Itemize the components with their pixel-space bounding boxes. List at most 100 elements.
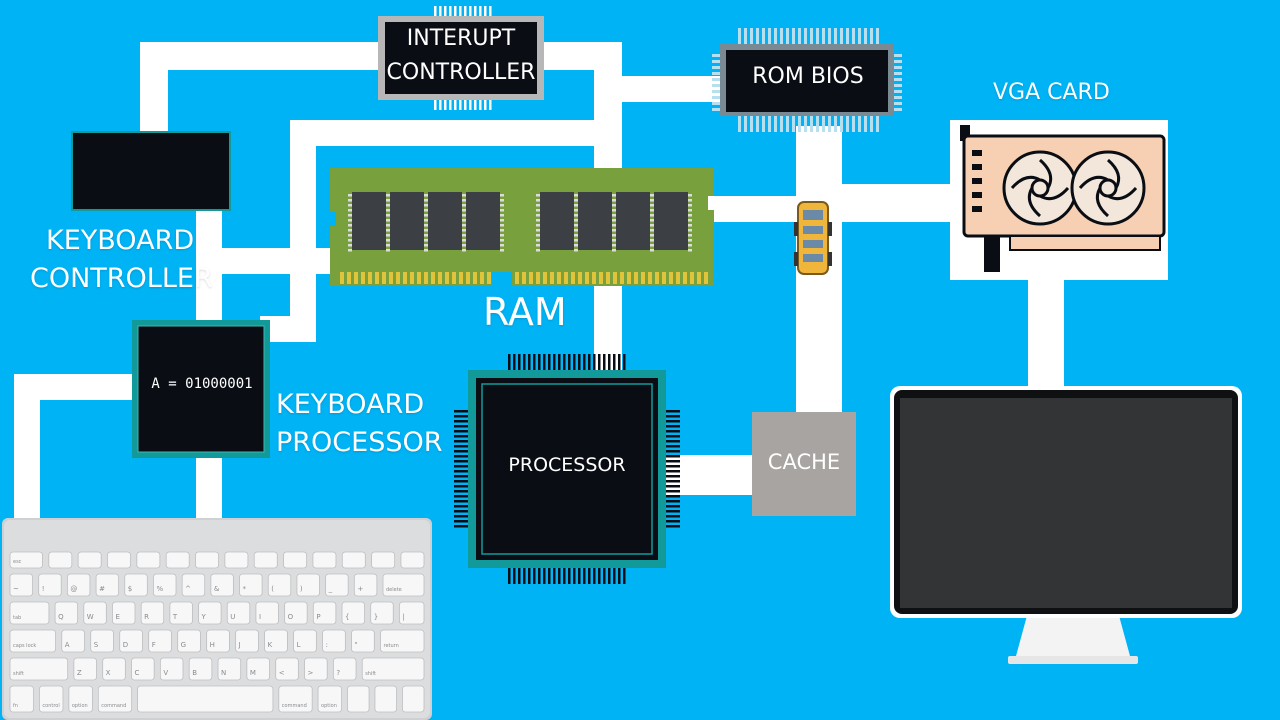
keyboard-key-label: & <box>214 585 220 593</box>
bus-vehicle-icon <box>794 201 832 275</box>
keyboard-key <box>341 601 365 625</box>
vga-card-icon <box>960 125 1166 272</box>
keyboard-key <box>371 551 396 569</box>
keyboard-key <box>124 573 148 597</box>
keyboard-key-label: A <box>65 641 70 649</box>
keyboard-key <box>177 629 201 653</box>
keyboard-key <box>370 601 394 625</box>
keyboard-key <box>402 685 425 713</box>
keyboard-key <box>217 657 242 681</box>
keyboard-key-label: | <box>402 613 404 621</box>
keyboard-key <box>148 629 172 653</box>
vga-card-label: VGA CARD <box>993 80 1110 105</box>
bus-to-ram <box>196 248 336 274</box>
keyboard-key <box>322 629 346 653</box>
keyboard-key-label: shift <box>365 671 376 677</box>
keyboard-key-label: } <box>374 613 378 621</box>
keyboard-key-label: I <box>259 613 261 621</box>
keyboard-key-label: G <box>181 641 186 649</box>
keyboard-processor-label-line2: PROCESSOR <box>276 427 443 458</box>
keyboard-key-label: < <box>279 669 285 677</box>
keyboard-key <box>198 601 222 625</box>
keyboard-key <box>361 657 425 681</box>
keyboard-key <box>95 573 120 597</box>
keyboard-key-label: O <box>288 613 294 621</box>
keyboard-key <box>77 551 102 569</box>
keyboard-key <box>165 551 190 569</box>
interrupt-controller-chip <box>378 6 544 110</box>
keyboard-key-label: P <box>316 613 320 621</box>
keyboard-key-label: > <box>308 669 314 677</box>
keyboard-key-label: U <box>230 613 235 621</box>
keyboard-key <box>9 551 43 569</box>
keyboard-key-label: ~ <box>13 585 19 593</box>
processor-chip <box>454 354 680 584</box>
keyboard-key-label: @ <box>70 585 77 593</box>
keyboard-key-label: H <box>210 641 215 649</box>
bus-top-left <box>140 42 385 70</box>
keyboard-key-label: E <box>115 613 119 621</box>
keyboard-key <box>195 551 219 569</box>
keyboard-key <box>181 573 206 597</box>
keyboard-key <box>61 629 85 653</box>
keyboard-key-label: M <box>250 669 256 677</box>
keyboard-key-label: option <box>72 703 88 709</box>
keyboard-key <box>382 573 425 597</box>
keyboard-key-label: esc <box>13 559 22 565</box>
keyboard-controller-label: KEYBOARD CONTROLLER <box>30 222 213 298</box>
keyboard-key <box>278 685 313 713</box>
keyboard-key <box>9 573 33 597</box>
interrupt-controller-label-line2: CONTROLLER <box>386 60 536 85</box>
keyboard-processor-label-line1: KEYBOARD <box>276 389 425 420</box>
keyboard-key <box>400 551 425 569</box>
keyboard-key <box>112 601 136 625</box>
keyboard-key-label: + <box>357 585 363 593</box>
keyboard-key-label: tab <box>13 615 21 621</box>
keyboard-key <box>224 551 249 569</box>
keyboard-key-label: return <box>384 643 399 649</box>
keyboard-controller-label-line1: KEYBOARD <box>46 225 195 256</box>
ram-label: RAM <box>483 290 567 334</box>
keyboard-key <box>107 551 131 569</box>
keyboard-key-label: command <box>282 703 307 709</box>
keyboard-key-label: $ <box>128 585 132 593</box>
keyboard-key <box>136 551 161 569</box>
keyboard-key-label: ? <box>336 669 340 677</box>
bus-lines <box>14 42 1064 529</box>
keyboard-key <box>347 685 370 713</box>
keyboard-key-label: shift <box>13 671 24 677</box>
keyboard-key-label: # <box>99 585 105 593</box>
keyboard-key-label: R <box>144 613 149 621</box>
keyboard-key <box>137 685 274 713</box>
keyboard-key <box>131 657 155 681</box>
keyboard-key <box>90 629 114 653</box>
ram-module <box>330 168 714 286</box>
keyboard-key <box>97 685 133 713</box>
keyboard-key <box>38 573 62 597</box>
keyboard-key <box>9 601 50 625</box>
bus-left-vertical <box>140 42 168 134</box>
bus-vga-monitor <box>1028 278 1064 394</box>
keyboard-key-label: ) <box>300 585 303 593</box>
keyboard-key-label: C <box>135 669 140 677</box>
keyboard-key <box>83 601 107 625</box>
keyboard-key <box>293 629 317 653</box>
monitor <box>890 386 1242 664</box>
keyboard-key <box>399 601 425 625</box>
keyboard-key <box>325 573 349 597</box>
keyboard-key-label: * <box>243 585 247 593</box>
keyboard-key <box>304 657 328 681</box>
keyboard-key <box>9 685 34 713</box>
keyboard-key-label: ( <box>271 585 274 593</box>
keyboard-key-label: option <box>321 703 337 709</box>
keyboard-key-label: F <box>152 641 156 649</box>
keyboard-key <box>284 601 308 625</box>
keyboard-key <box>374 685 397 713</box>
keyboard-key-label: J <box>238 641 241 649</box>
keyboard-key-label: S <box>94 641 99 649</box>
keyboard-key <box>73 657 97 681</box>
keyboard-key-label: control <box>42 703 59 709</box>
bus-kb-processor-down <box>196 455 222 525</box>
keyboard-key <box>235 629 259 653</box>
